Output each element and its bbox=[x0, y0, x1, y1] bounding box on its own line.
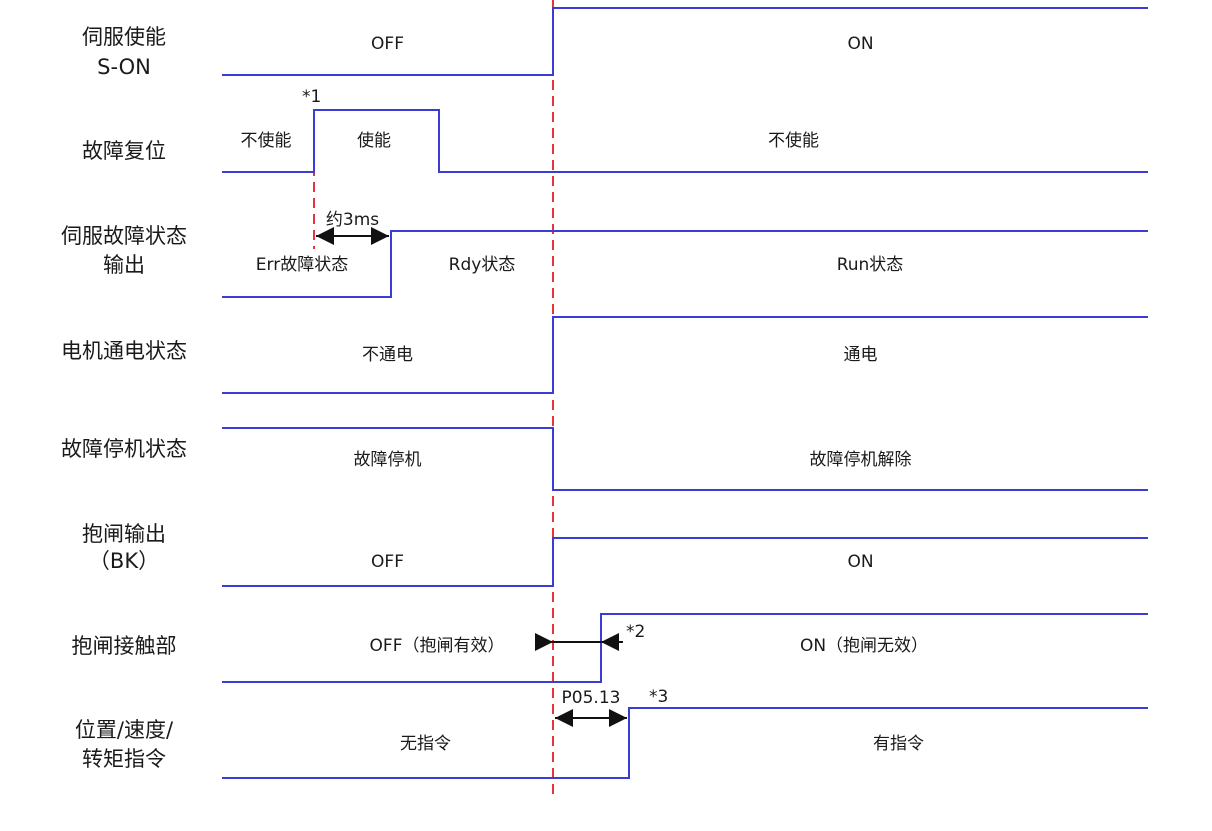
signal-label-fault_reset: 故障复位 bbox=[82, 139, 166, 163]
signal-label-command: 转矩指令 bbox=[82, 747, 166, 771]
state-label-brake_contact-0: OFF（抱闸有效） bbox=[370, 636, 505, 656]
state-label-command-0: 无指令 bbox=[400, 734, 451, 754]
waveform-fault_reset bbox=[222, 109, 1148, 173]
state-label-motor_power-0: 不通电 bbox=[362, 345, 413, 365]
waveform-brake_output bbox=[222, 537, 1148, 587]
signal-label-s_on: S-ON bbox=[97, 55, 151, 79]
state-label-brake_contact-1: ON（抱闸无效） bbox=[800, 636, 928, 656]
state-label-brake_output-1: ON bbox=[847, 552, 873, 572]
dimension-label-dim_p0513: P05.13 bbox=[562, 688, 621, 708]
signal-label-command: 位置/速度/ bbox=[75, 718, 174, 742]
state-label-fault_status-1: Rdy状态 bbox=[449, 255, 516, 275]
waveform-s_on bbox=[222, 7, 1148, 76]
state-label-fault_stop-1: 故障停机解除 bbox=[810, 450, 912, 470]
footnote-note2: *2 bbox=[626, 622, 645, 642]
signal-label-brake_contact: 抱闸接触部 bbox=[72, 634, 177, 658]
state-label-fault_reset-2: 不使能 bbox=[768, 130, 819, 151]
signal-label-brake_output: 抱闸输出 bbox=[82, 522, 166, 546]
state-label-brake_output-0: OFF bbox=[371, 552, 404, 572]
state-label-fault_reset-0: 不使能 bbox=[241, 130, 292, 151]
state-label-s_on-0: OFF bbox=[371, 34, 404, 54]
state-label-s_on-1: ON bbox=[847, 34, 873, 54]
state-label-fault_reset-1: 使能 bbox=[357, 130, 391, 151]
signal-label-fault_status: 输出 bbox=[103, 253, 145, 277]
footnote-note1: *1 bbox=[302, 87, 321, 107]
state-label-fault_status-2: Run状态 bbox=[837, 255, 904, 275]
waveform-fault_status bbox=[222, 230, 1148, 298]
state-label-motor_power-1: 通电 bbox=[844, 345, 878, 365]
signal-label-motor_power: 电机通电状态 bbox=[61, 339, 187, 363]
signal-label-brake_output: （BK） bbox=[89, 549, 159, 573]
signal-label-fault_stop: 故障停机状态 bbox=[61, 437, 187, 461]
waveform-command bbox=[222, 707, 1148, 779]
waveform-motor_power bbox=[222, 316, 1148, 394]
signal-label-fault_status: 伺服故障状态 bbox=[61, 224, 187, 248]
event-markers bbox=[313, 0, 554, 800]
waveform-fault_stop bbox=[222, 427, 1148, 491]
state-label-fault_stop-0: 故障停机 bbox=[354, 450, 422, 470]
dimension-label-dim_3ms: 约3ms bbox=[326, 210, 379, 230]
state-label-command-1: 有指令 bbox=[873, 734, 924, 754]
waveform-brake_contact bbox=[222, 613, 1148, 683]
footnote-note3: *3 bbox=[649, 687, 668, 707]
state-label-fault_status-0: Err故障状态 bbox=[256, 255, 348, 275]
signal-label-s_on: 伺服使能 bbox=[82, 25, 166, 49]
